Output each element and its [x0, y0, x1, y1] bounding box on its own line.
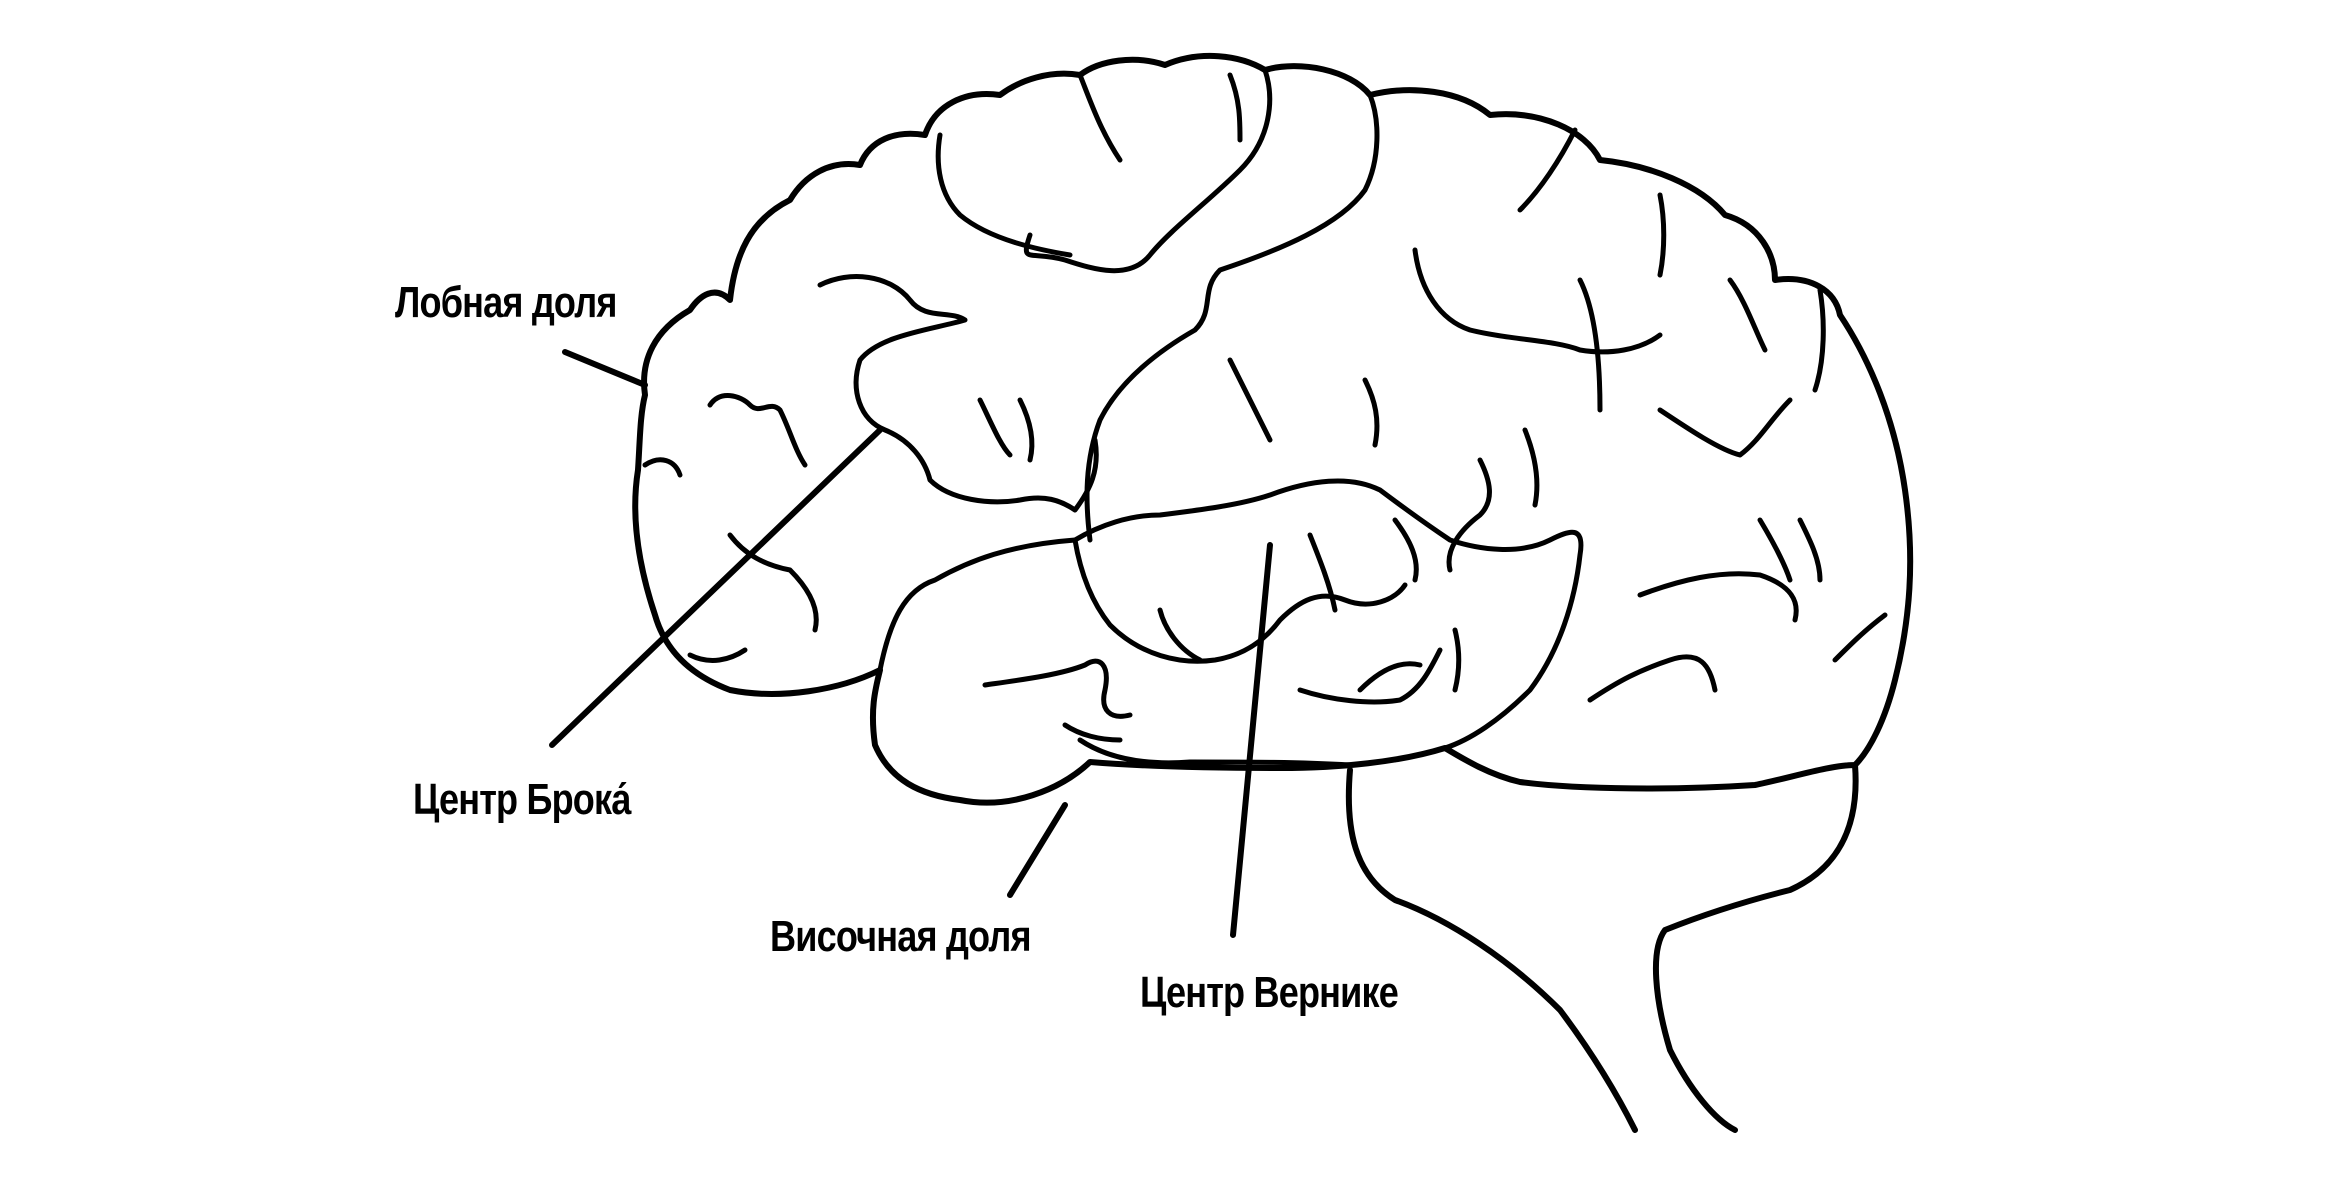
occipital-sulcus-5 [1832, 612, 1888, 663]
frontal-gyrus-fold-4 [687, 647, 748, 663]
precentral-sulcus [1023, 67, 1273, 274]
label-frontal-lobe: Лобная доля [395, 278, 617, 327]
temporal-sulcus-6 [1452, 627, 1462, 693]
parietal-sulcus-2 [1657, 192, 1667, 278]
occipital-sulcus-3 [1587, 654, 1718, 703]
temporal-lower-sulcus [1077, 737, 1353, 768]
lateral-fissure [877, 478, 1584, 751]
superior-temporal-sulcus [1072, 537, 1408, 664]
temporal-sulcus-1 [1157, 607, 1203, 663]
frontal-gyrus-fold-2 [642, 457, 683, 478]
label-broca-center: Центр Брока́ [413, 775, 631, 824]
superior-frontal-sulcus [935, 132, 1073, 258]
parietal-sulcus-7 [1522, 427, 1540, 508]
frontal-gyrus-fold-6 [1017, 397, 1035, 463]
leader-broca-center [549, 427, 883, 748]
parietal-sulcus-5 [1227, 357, 1273, 443]
postcentral-sulcus [1517, 127, 1578, 213]
frontal-sulcus-2 [1227, 72, 1243, 143]
occipital-sulcus-1 [1657, 397, 1793, 458]
temporal-sulcus-4 [1297, 647, 1443, 705]
label-temporal-lobe: Височная доля [770, 912, 1032, 961]
parietal-sulcus-4 [1812, 287, 1826, 393]
brainstem-back [1652, 762, 1859, 1133]
temporal-sulcus-2 [1307, 532, 1338, 613]
temporal-sulcus-5 [1357, 661, 1423, 693]
brain-outline [632, 53, 1914, 806]
supramarginal-gyrus [1446, 457, 1492, 573]
occipital-sulcus-6 [1757, 517, 1793, 583]
frontal-gyrus-fold-3 [727, 532, 819, 633]
parietal-sulcus-1 [1577, 277, 1603, 413]
occipital-sulcus-4 [1797, 517, 1823, 583]
central-sulcus [1084, 92, 1380, 543]
inferior-frontal-sulcus [817, 274, 1099, 513]
leader-temporal-lobe [1007, 802, 1068, 898]
parietal-sulcus-6 [1362, 377, 1380, 448]
inferior-temporal-sulcus [1062, 722, 1123, 743]
middle-temporal-sulcus [982, 658, 1133, 719]
leader-frontal-lobe [562, 349, 648, 388]
parietal-sulcus-3 [1727, 277, 1768, 353]
frontal-gyrus-fold-5 [977, 397, 1013, 458]
temporal-sulcus-3 [1392, 517, 1419, 583]
occipital-sulcus-2 [1637, 571, 1799, 623]
frontal-gyrus-fold-1 [707, 393, 808, 468]
frontal-sulcus-1 [1077, 72, 1123, 163]
brainstem-front [1345, 767, 1638, 1133]
label-wernicke-center: Центр Вернике [1140, 968, 1399, 1017]
leader-wernicke-center [1230, 542, 1273, 938]
intraparietal-sulcus [1412, 247, 1663, 355]
